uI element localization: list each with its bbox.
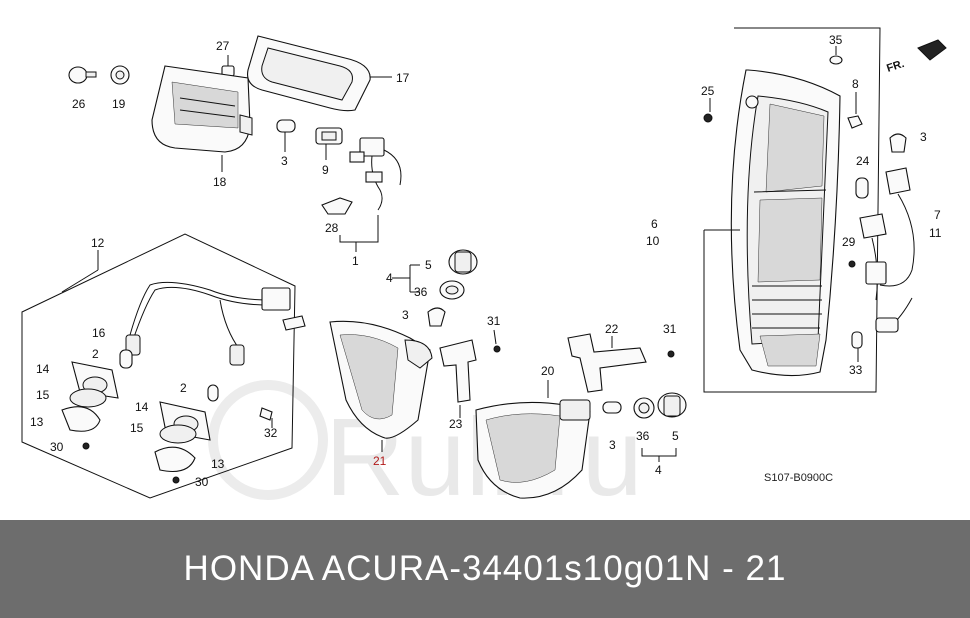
callout-7: 7 bbox=[934, 208, 941, 222]
callout-3-center: 3 bbox=[402, 308, 409, 322]
part-9-socket bbox=[315, 127, 343, 145]
part-21-housing bbox=[329, 320, 433, 439]
callout-15-right: 15 bbox=[130, 421, 144, 435]
part-16-harness bbox=[125, 281, 306, 366]
taillight-group bbox=[703, 27, 947, 393]
callout-28: 28 bbox=[325, 221, 339, 235]
callout-9: 9 bbox=[322, 163, 329, 177]
callout-2-left: 2 bbox=[92, 347, 99, 361]
callout-4-center: 4 bbox=[386, 271, 393, 285]
part-3-bulb-top bbox=[276, 119, 296, 133]
callout-30-left: 30 bbox=[50, 440, 64, 454]
part-13-lens bbox=[61, 406, 196, 473]
callout-6: 6 bbox=[651, 217, 658, 231]
callout-27: 27 bbox=[216, 39, 230, 53]
callout-13-left: 13 bbox=[30, 415, 44, 429]
footer-caption: HONDA ACURA - 34401s10g01 N - 21 bbox=[0, 520, 970, 618]
callout-23: 23 bbox=[449, 417, 463, 431]
part-1-harness bbox=[349, 137, 402, 211]
callout-1: 1 bbox=[352, 254, 359, 268]
callout-36-lower: 36 bbox=[636, 429, 650, 443]
callout-31-right: 31 bbox=[663, 322, 677, 336]
callout-3-right: 3 bbox=[920, 130, 927, 144]
callout-2-right: 2 bbox=[180, 381, 187, 395]
callout-11: 11 bbox=[929, 226, 942, 240]
front-direction-label: FR. bbox=[885, 58, 906, 75]
callout-36-center: 36 bbox=[414, 285, 428, 299]
part-26-cap bbox=[68, 66, 97, 84]
callout-12: 12 bbox=[91, 236, 105, 250]
part-28-clip bbox=[321, 197, 353, 215]
license-lamp-group bbox=[21, 233, 306, 499]
callout-17: 17 bbox=[396, 71, 410, 85]
callout-3-lower: 3 bbox=[609, 438, 616, 452]
part-19-grommet bbox=[110, 65, 130, 85]
callout-13-right: 13 bbox=[211, 457, 225, 471]
part-17-garnish-cover bbox=[247, 35, 371, 112]
footer-separator: - bbox=[449, 549, 462, 588]
callout-22: 22 bbox=[605, 322, 619, 336]
part-32-screw bbox=[259, 407, 273, 421]
part-20-lamp bbox=[475, 399, 591, 499]
part-5-socket bbox=[448, 249, 478, 275]
callout-25: 25 bbox=[701, 84, 715, 98]
footer-part-number: 34401s10g01 bbox=[461, 549, 686, 588]
footer-bar: HONDA ACURA - 34401s10g01 N - 21 bbox=[0, 520, 970, 618]
callout-16: 16 bbox=[92, 326, 106, 340]
callout-4-lower: 4 bbox=[655, 463, 662, 477]
part-22-bracket bbox=[567, 333, 647, 393]
callout-5-center: 5 bbox=[425, 258, 432, 272]
callout-10: 10 bbox=[646, 234, 660, 248]
callout-18: 18 bbox=[213, 175, 227, 189]
callout-8: 8 bbox=[852, 77, 859, 91]
part-18-light-housing bbox=[151, 65, 253, 153]
exploded-parts-diagram: Ruli.ru bbox=[21, 27, 947, 519]
part-6-10-taillight bbox=[730, 69, 841, 377]
callout-19: 19 bbox=[112, 97, 126, 111]
callout-14-left: 14 bbox=[36, 362, 50, 376]
footer-diagram-ref: N - 21 bbox=[685, 549, 787, 588]
center-lamp-group bbox=[329, 249, 687, 499]
front-direction-indicator bbox=[917, 39, 947, 61]
callout-32: 32 bbox=[264, 426, 278, 440]
callout-21-highlighted[interactable]: 21 bbox=[373, 454, 387, 468]
callout-3-top: 3 bbox=[281, 154, 288, 168]
callout-labels: 27 17 26 19 3 9 18 28 1 12 5 4 36 3 31 2… bbox=[30, 33, 942, 489]
callout-26: 26 bbox=[72, 97, 86, 111]
callout-35: 35 bbox=[829, 33, 843, 47]
callout-29: 29 bbox=[842, 235, 856, 249]
callout-33: 33 bbox=[849, 363, 863, 377]
license-garnish-group bbox=[68, 35, 402, 252]
part-23-bracket bbox=[439, 339, 477, 403]
footer-brand: HONDA ACURA bbox=[183, 549, 450, 588]
part-7-11-harness bbox=[859, 167, 915, 333]
callout-20: 20 bbox=[541, 364, 555, 378]
callout-14-right: 14 bbox=[135, 400, 149, 414]
callout-30-right: 30 bbox=[195, 475, 209, 489]
callout-31-left: 31 bbox=[487, 314, 501, 328]
callout-15-left: 15 bbox=[36, 388, 50, 402]
diagram-code: S107-B0900C bbox=[764, 472, 833, 484]
callout-24: 24 bbox=[856, 154, 870, 168]
callout-5-lower: 5 bbox=[672, 429, 679, 443]
